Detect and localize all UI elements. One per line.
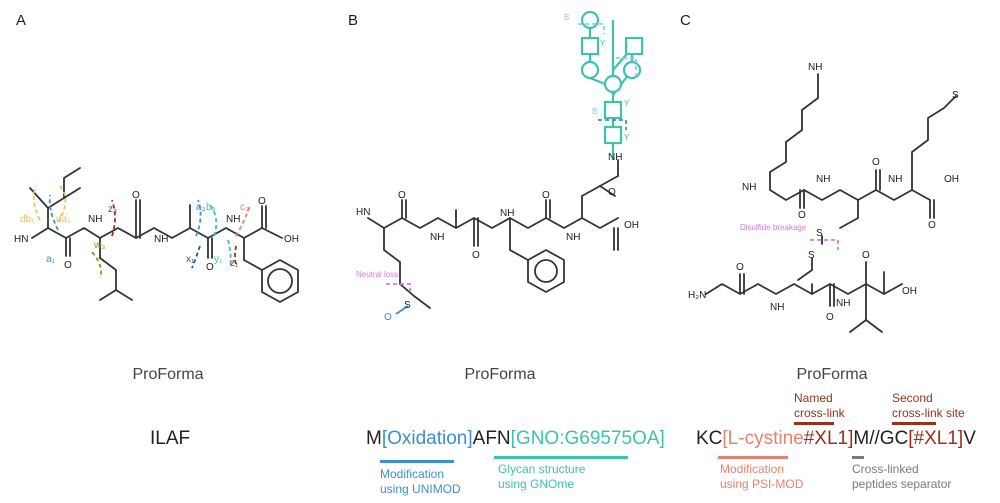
svg-text:O: O [928, 220, 936, 231]
svg-text:NH: NH [816, 174, 830, 185]
seq-c-suffix: V [963, 428, 976, 449]
svg-text:O: O [64, 260, 72, 271]
svg-text:O: O [206, 262, 214, 273]
proforma-label-a: ProForma [132, 366, 204, 383]
annotation-psimod: Modification using PSI-MOD [720, 462, 804, 491]
svg-text:z₃: z₃ [108, 204, 117, 215]
svg-text:HN: HN [356, 207, 370, 218]
underline-psimod [718, 456, 788, 459]
svg-text:NH: NH [500, 208, 514, 219]
seq-c-xl1-tag: #XL1] [803, 428, 854, 449]
svg-text:O: O [398, 190, 406, 201]
svg-text:NH: NH [770, 302, 784, 313]
svg-text:NH: NH [226, 214, 240, 225]
neutral-loss-label: Neutral loss [356, 270, 398, 279]
svg-text:NH: NH [608, 152, 622, 163]
panel-letter-b: B [348, 12, 359, 29]
annotation-second-site: Second cross-link site [892, 391, 965, 420]
proforma-label-c: ProForma [796, 366, 868, 383]
svg-text:OH: OH [624, 220, 639, 231]
svg-text:NH: NH [836, 298, 850, 309]
svg-text:z₁: z₁ [230, 258, 239, 269]
svg-text:B: B [564, 13, 569, 22]
annotation-unimod: Modification using UNIMOD [380, 467, 461, 496]
svg-text:O: O [542, 190, 550, 201]
svg-text:Y: Y [624, 99, 630, 108]
panel-letter-c: C [680, 12, 691, 29]
svg-text:x₁: x₁ [186, 254, 195, 265]
svg-text:NH: NH [808, 62, 822, 73]
svg-text:S: S [808, 250, 815, 261]
svg-text:w₃: w₃ [93, 240, 105, 251]
seq-c-prefix: KC [696, 428, 723, 449]
svg-text:c₃: c₃ [240, 202, 249, 213]
svg-text:NH: NH [888, 174, 902, 185]
seq-b-prefix: M [366, 428, 382, 449]
svg-text:NH: NH [154, 234, 168, 245]
svg-text:a₃: a₃ [196, 202, 206, 213]
svg-text:S: S [404, 300, 411, 311]
underline-gnome [494, 456, 628, 459]
disulfide-label: Disulfide breakage [740, 223, 807, 232]
underline-named [794, 422, 834, 425]
annotation-named-crosslink: Named cross-link [794, 391, 845, 420]
sequence-b: M[Oxidation]AFN[GNO:G69575OA] [366, 428, 665, 450]
seq-c-xl1-second: [#XL1] [908, 428, 964, 449]
label-hn-a: HN [14, 234, 28, 245]
annotation-gnome: Glycan structure using GNOme [498, 462, 586, 491]
svg-text:H₂N: H₂N [688, 290, 706, 301]
svg-text:NH: NH [430, 232, 444, 243]
structure-crosslink [705, 73, 957, 333]
svg-text:O: O [798, 210, 806, 221]
svg-text:S: S [952, 90, 959, 101]
structure-mafn [367, 159, 619, 309]
svg-text:NH: NH [742, 182, 756, 193]
annotation-separator: Cross-linked peptides separator [852, 462, 952, 491]
svg-text:OH: OH [902, 286, 917, 297]
structure-ilaf [29, 167, 299, 303]
glycan-tree [580, 10, 644, 160]
svg-text:O: O [872, 157, 880, 168]
svg-text:OH: OH [284, 234, 299, 245]
svg-text:O: O [826, 312, 834, 323]
svg-text:O: O [258, 196, 266, 207]
svg-text:B: B [592, 107, 597, 116]
seq-b-mid: AFN [472, 428, 511, 449]
seq-c-mod-cystine: [L-cystine [722, 428, 804, 449]
sequence-c: KC[L-cystine#XL1]M//GC[#XL1]V [696, 428, 976, 450]
svg-text:NH: NH [88, 214, 102, 225]
svg-text:O: O [132, 190, 140, 201]
proforma-label-b: ProForma [464, 366, 536, 383]
svg-text:S: S [816, 228, 823, 239]
svg-text:O: O [736, 262, 744, 273]
svg-text:db₁: db₁ [20, 214, 35, 225]
svg-text:NH: NH [566, 232, 580, 243]
svg-text:Y: Y [600, 39, 606, 48]
svg-text:O: O [384, 312, 392, 323]
underline-unimod [380, 460, 454, 463]
svg-text:y₁: y₁ [214, 254, 223, 265]
seq-b-mod-oxidation: [Oxidation] [381, 428, 473, 449]
svg-text:Y: Y [624, 133, 630, 142]
panel-letter-a: A [16, 12, 27, 29]
svg-text:O: O [472, 250, 480, 261]
seq-b-mod-glycan: [GNO:G69575OA] [510, 428, 665, 449]
underline-second [892, 422, 936, 425]
molecule-diagrams: HN NH NH NH O O O O OH HN NH NH NH NH O … [14, 10, 959, 333]
svg-text:da₁: da₁ [56, 214, 71, 225]
svg-text:O: O [862, 250, 870, 261]
svg-text:OH: OH [944, 174, 959, 185]
sequence-a: ILAF [150, 428, 191, 449]
svg-text:O: O [608, 187, 616, 198]
svg-text:b₃: b₃ [206, 202, 216, 213]
seq-c-mid: M//GC [853, 428, 909, 449]
svg-text:a₁: a₁ [46, 254, 56, 265]
underline-separator [852, 456, 864, 459]
